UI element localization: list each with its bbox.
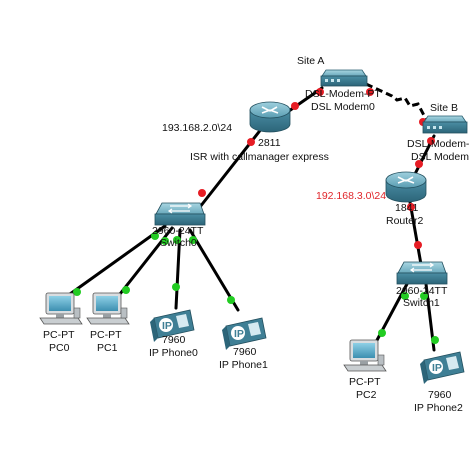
link-status-dot [189, 236, 197, 244]
link-status-dot [227, 296, 235, 304]
link-status-dot [73, 288, 81, 296]
router-icon [249, 101, 291, 133]
switch0[interactable] [154, 202, 206, 226]
switch-icon [154, 202, 206, 226]
link-status-dot [366, 88, 374, 96]
router2[interactable] [385, 171, 427, 203]
pc0-type-label: PC-PT [43, 329, 75, 341]
pc-icon [343, 339, 387, 372]
network-b-label: 192.168.3.0\24 [316, 190, 386, 202]
pc-icon [86, 292, 130, 325]
switch1-name-label: Switch1 [403, 297, 440, 309]
link-status-dot [291, 102, 299, 110]
site-a-label: Site A [297, 55, 324, 67]
link-status-dot [161, 237, 169, 245]
link-status-dot [407, 203, 415, 211]
link-status-dot [198, 189, 206, 197]
modem0-type-label: DSL-Modem-PT [305, 88, 381, 100]
router-2811-name-label: ISR with callmanager express [190, 151, 329, 163]
router-2811-type-label: 2811 [258, 137, 281, 149]
pc1[interactable] [86, 292, 130, 325]
svg-text:IP: IP [432, 362, 442, 374]
pc1-name-label: PC1 [97, 342, 118, 354]
dsl-modem-icon [422, 115, 468, 134]
link-status-dot [173, 236, 181, 244]
modem1-type-label: DSL-Modem- [407, 138, 470, 150]
pc0[interactable] [39, 292, 83, 325]
phone0-name-label: IP Phone0 [149, 347, 198, 359]
dsl-modem1[interactable] [422, 115, 468, 134]
svg-text:IP: IP [162, 320, 172, 332]
link-status-dot [122, 286, 130, 294]
site-b-label: Site B [430, 102, 458, 114]
phone2-name-label: IP Phone2 [414, 402, 463, 414]
ip-phone-icon: IP [222, 317, 267, 350]
phone2-type-label: 7960 [428, 389, 452, 401]
link-status-dot [420, 292, 428, 300]
link-switch0-pc0[interactable] [68, 224, 167, 296]
pc-icon [39, 292, 83, 325]
phone1-name-label: IP Phone1 [219, 359, 268, 371]
labels-layer: Site A Site B 193.168.2.0\24 192.168.3.0… [43, 55, 470, 414]
ip-phone1[interactable]: IP [222, 317, 267, 350]
router-icon [385, 171, 427, 203]
svg-text:IP: IP [234, 328, 244, 340]
pc2-name-label: PC2 [356, 389, 377, 401]
modem1-name-label: DSL Modem [411, 151, 469, 163]
switch0-type-label: 2960-24TT [152, 225, 204, 237]
link-status-dot [415, 160, 423, 168]
phone0-type-label: 7960 [162, 334, 186, 346]
link-status-dot [151, 232, 159, 240]
switch1[interactable] [396, 261, 448, 285]
ip-phone0[interactable]: IP [150, 309, 195, 342]
router2-name-label: Router2 [386, 215, 424, 227]
pc2-type-label: PC-PT [349, 376, 381, 388]
link-modem0-modem1-dsl[interactable] [365, 82, 430, 124]
switch0-name-label: Switch0 [160, 237, 197, 249]
modem0-name-label: DSL Modem0 [311, 101, 375, 113]
link-status-dot [414, 241, 422, 249]
link-status-dot [378, 329, 386, 337]
dsl-modem0[interactable] [320, 69, 368, 87]
phone1-type-label: 7960 [233, 346, 257, 358]
link-status-dot [247, 138, 255, 146]
router-2811[interactable] [249, 101, 291, 133]
link-status-dot [427, 137, 435, 145]
link-router2-switch1[interactable] [408, 200, 424, 272]
router2-type-label: 1841 [395, 202, 419, 214]
link-status-dot [172, 283, 180, 291]
network-a-label: 193.168.2.0\24 [162, 122, 232, 134]
switch1-type-label: 2960-24TT [396, 285, 448, 297]
ip-phone2[interactable]: IP [420, 351, 465, 384]
pc1-type-label: PC-PT [90, 329, 122, 341]
pc0-name-label: PC0 [49, 342, 70, 354]
link-status-dot [431, 336, 439, 344]
link-status-dot [401, 292, 409, 300]
link-status-dot [316, 88, 324, 96]
dsl-modem-icon [320, 69, 368, 87]
link-status-dots [73, 88, 439, 344]
ip-phone-icon: IP [150, 309, 195, 342]
ip-phone-icon: IP [420, 351, 465, 384]
pc2[interactable] [343, 339, 387, 372]
switch-icon [396, 261, 448, 285]
